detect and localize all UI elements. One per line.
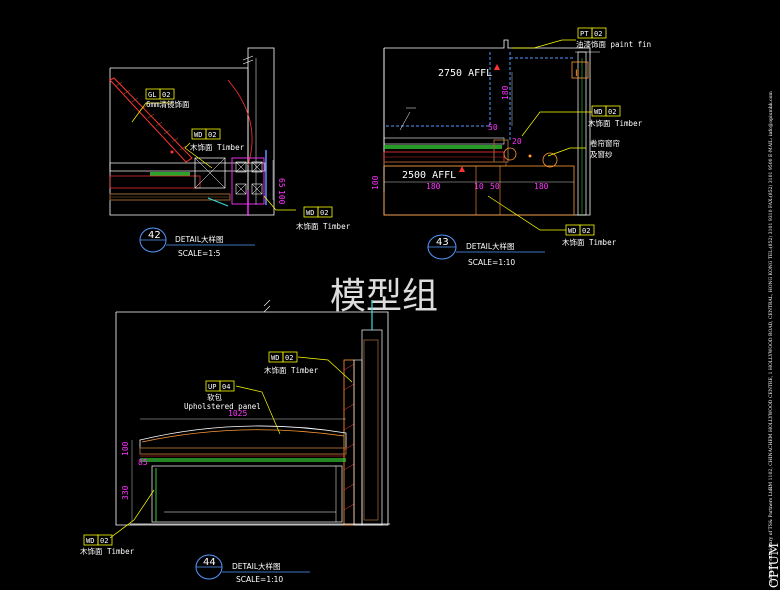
detail-43-dim-h180: 180 <box>501 85 510 100</box>
detail-43-dim-h50: 50 <box>488 123 498 132</box>
detail-43-wd-a-label: 木饰面 Timber <box>588 118 643 128</box>
detail-44-number: 44 <box>203 557 216 568</box>
detail-42-dim-100: 100 <box>277 190 286 205</box>
detail-42-wd-b-tag-no: 02 <box>320 209 328 217</box>
detail-43-drawing: Ⅱ 2750 AFFL 2500 AFFL 180 50 20 100 180 … <box>371 27 651 267</box>
detail-43-dim-h20: 20 <box>512 137 522 146</box>
detail-44-dim-h100: 100 <box>121 441 130 456</box>
detail-43-dim-w180a: 180 <box>426 182 441 191</box>
detail-42-wd-b-label: 木饰面 Timber <box>296 221 351 231</box>
detail-43-pt-label: 油漆饰面 paint fin <box>576 39 651 49</box>
detail-43-wd-b-label: 木饰面 Timber <box>562 237 617 247</box>
detail-43-scale: SCALE=1:10 <box>468 258 515 267</box>
detail-44-wd-a-tag-no: 02 <box>285 354 293 362</box>
detail-43-elev-top: 2750 AFFL <box>438 68 492 79</box>
detail-44-dim-h85: 85 <box>138 458 148 467</box>
detail-44-wd-b-tag-code: WD <box>86 537 94 545</box>
detail-43-dim-h100: 100 <box>371 175 380 190</box>
detail-42-gl-label: 6mm清镜饰面 <box>146 99 190 109</box>
detail-43-wd-a-tag-code: WD <box>594 108 602 116</box>
detail-44-dim-w1025: 1025 <box>228 409 247 418</box>
detail-44-wd-a-tag-code: WD <box>271 354 279 362</box>
detail-43-pt-tag-code: PT <box>580 30 589 38</box>
sidebar-brand: OPIUM <box>767 543 780 588</box>
detail-42-gl-tag-no: 02 <box>162 91 170 99</box>
detail-44-wd-a-label: 木饰面 Timber <box>264 365 319 375</box>
detail-44-drawing: 1025 100 85 330 WD 02 木饰面 Timber UP 04 软… <box>80 299 390 584</box>
detail-42-wd-a-label: 木饰面 Timber <box>190 142 245 152</box>
detail-44-up-tag-no: 04 <box>222 383 230 391</box>
detail-44-scale: SCALE=1:10 <box>236 575 283 584</box>
detail-42-drawing: 65 100 GL 02 6mm清镜饰面 WD 02 木饰面 Timber WD… <box>109 47 351 258</box>
detail-43-wd-b-tag-no: 02 <box>582 227 590 235</box>
detail-44-up-tag-code: UP <box>208 383 216 391</box>
detail-42-wd-a-tag-code: WD <box>194 131 202 139</box>
sidebar-subsidiary: under the subsidiary of TS& Partners Ltd… <box>768 486 774 585</box>
svg-text:Ⅱ: Ⅱ <box>575 69 579 79</box>
detail-42-number: 42 <box>148 230 161 241</box>
detail-42-gl-tag-code: GL <box>148 91 156 99</box>
detail-44-wd-b-label: 木饰面 Timber <box>80 546 135 556</box>
detail-43-title: DETAIL大样图 <box>466 241 515 251</box>
detail-43-dim-w10: 10 <box>474 182 484 191</box>
detail-43-dim-w180b: 180 <box>534 182 549 191</box>
watermark: 模型组 <box>330 276 438 317</box>
detail-42-scale: SCALE=1:5 <box>178 249 221 258</box>
detail-43-elev-bottom: 2500 AFFL <box>402 170 456 181</box>
detail-42-title: DETAIL大样图 <box>175 234 224 244</box>
detail-44-title: DETAIL大样图 <box>232 561 281 571</box>
detail-43-dim-w50: 50 <box>490 182 500 191</box>
detail-42-dim-65: 65 <box>277 178 286 188</box>
detail-43-number: 43 <box>436 237 449 248</box>
detail-42-wd-a-tag-no: 02 <box>208 131 216 139</box>
detail-44-wd-b-tag-no: 02 <box>100 537 108 545</box>
detail-43-curtain-2: 及窗纱 <box>590 149 613 159</box>
detail-44-dim-h330: 330 <box>121 485 130 500</box>
detail-43-pt-tag-no: 02 <box>594 30 602 38</box>
detail-42-wd-b-tag-code: WD <box>306 209 314 217</box>
sidebar-address: RM 1102, CHINACHEM HOLLYWOOD CENTRE, 1 H… <box>767 91 774 490</box>
detail-43-wd-a-tag-no: 02 <box>608 108 616 116</box>
detail-43-curtain-1: 卷帘窗帘 <box>590 138 620 148</box>
detail-43-wd-b-tag-code: WD <box>568 227 576 235</box>
detail-44-up-label: 软包 <box>207 392 222 402</box>
title-block-sidebar: under the subsidiary of TS& Partners Ltd… <box>767 91 780 588</box>
detail-44-up-label-en: Upholstered panel <box>184 402 261 411</box>
